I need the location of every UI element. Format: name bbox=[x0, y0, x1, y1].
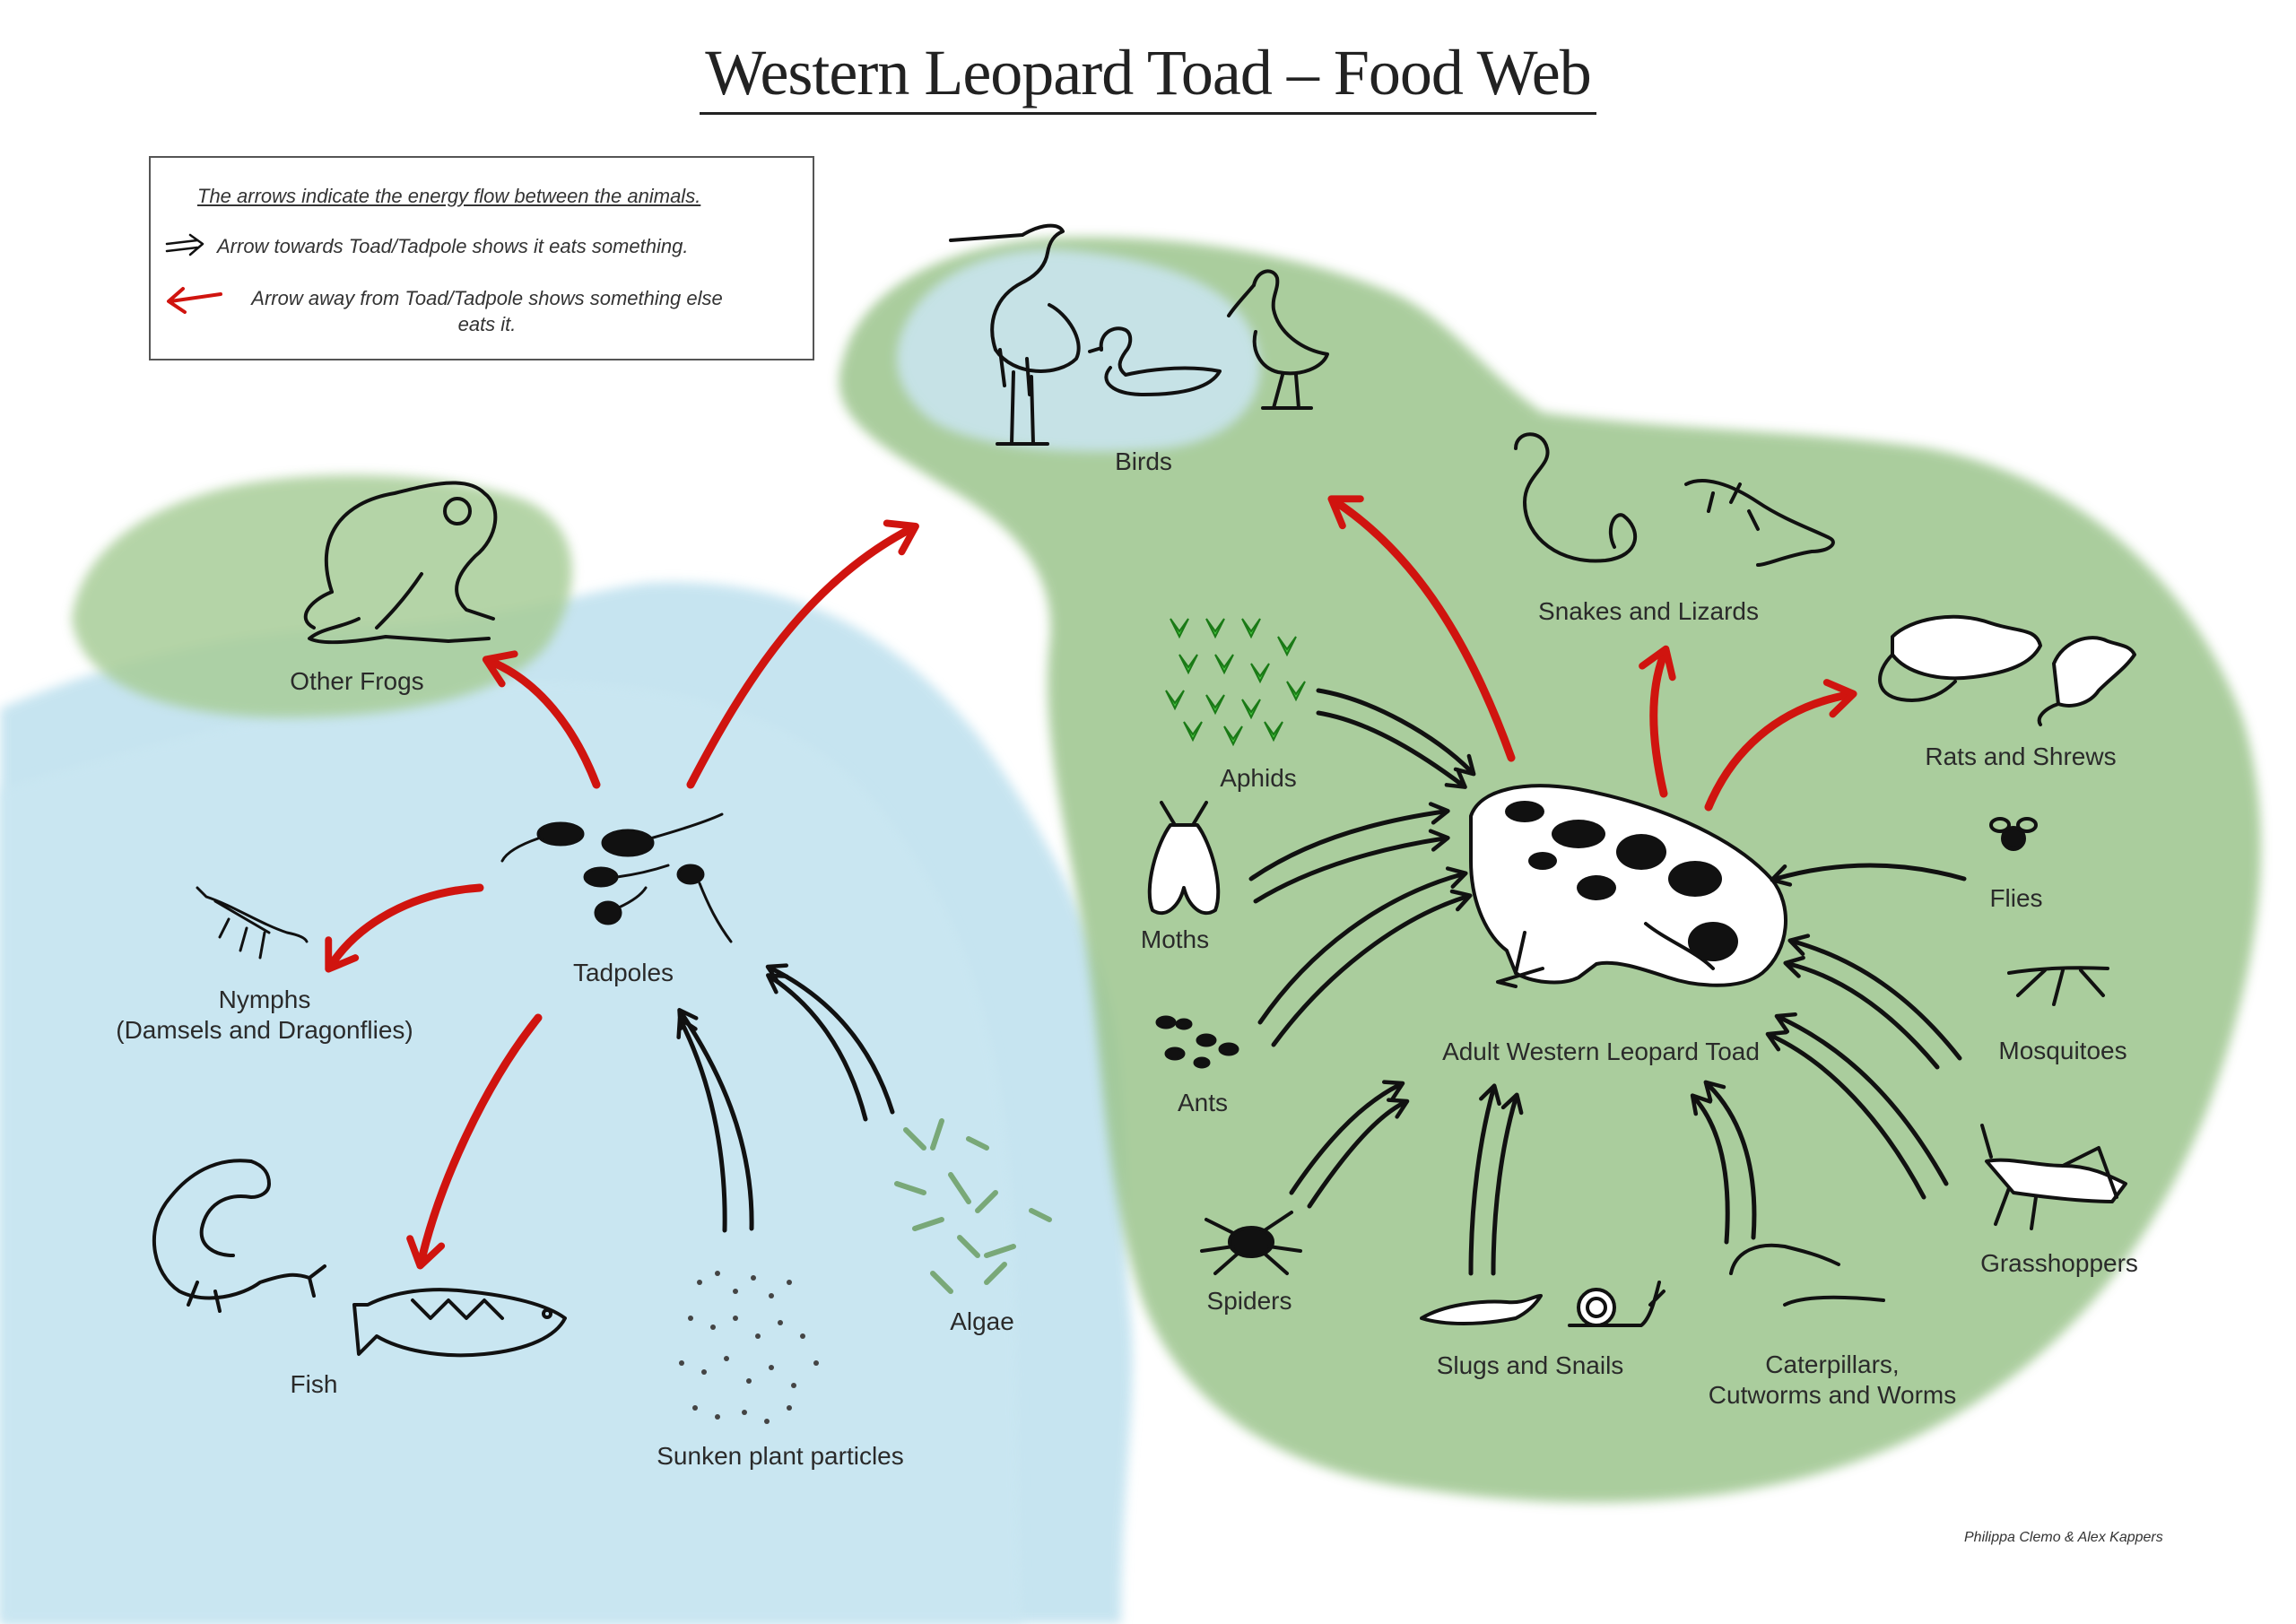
legend-black-arrow-text: Arrow towards Toad/Tadpole shows it eats… bbox=[217, 235, 689, 257]
label-rats-shrews: Rats and Shrews bbox=[1925, 743, 2117, 770]
arrow-spiders-to-toad bbox=[1289, 1080, 1410, 1209]
arrow-algae-to-tadpoles bbox=[765, 963, 895, 1122]
label-caterpillars: Caterpillars, Cutworms and Worms bbox=[1708, 1350, 1957, 1409]
shrew-icon bbox=[2037, 636, 2136, 726]
lizard-icon bbox=[1684, 479, 1835, 567]
label-birds: Birds bbox=[1115, 447, 1172, 475]
arrow-toad-to-snakes bbox=[1639, 645, 1676, 798]
label-nymphs: Nymphs (Damsels and Dragonflies) bbox=[116, 986, 413, 1044]
label-mosquitoes: Mosquitoes bbox=[1998, 1037, 2127, 1064]
arrow-aphids-to-toad bbox=[1316, 688, 1476, 789]
nymph-icon bbox=[196, 886, 309, 960]
aphids-icon bbox=[1165, 618, 1306, 747]
bass-fish-icon bbox=[352, 1288, 567, 1358]
fly-icon bbox=[1989, 817, 2038, 851]
credit-text: Philippa Clemo & Alex Kappers bbox=[1964, 1530, 2163, 1545]
pond-water-edge bbox=[0, 682, 1022, 1624]
label-aphids: Aphids bbox=[1220, 764, 1297, 792]
label-flies: Flies bbox=[1989, 884, 2043, 912]
label-other-frogs: Other Frogs bbox=[290, 667, 424, 695]
duck-icon bbox=[1088, 326, 1222, 396]
label-slugs-snails: Slugs and Snails bbox=[1436, 1351, 1624, 1379]
tadpoles-icon bbox=[500, 812, 733, 943]
label-algae: Algae bbox=[950, 1307, 1014, 1335]
label-fish: Fish bbox=[290, 1370, 338, 1398]
snake-icon bbox=[1514, 432, 1638, 563]
toad-spots bbox=[1505, 801, 1738, 961]
slug-icon bbox=[1420, 1294, 1543, 1325]
grasshopper-icon bbox=[1980, 1124, 2127, 1230]
label-tadpoles: Tadpoles bbox=[572, 959, 674, 986]
rat-icon bbox=[1878, 614, 2042, 702]
arrow-moths-to-toad bbox=[1248, 802, 1450, 904]
sunken-particles-icon bbox=[679, 1271, 819, 1424]
arrow-toad-to-rats bbox=[1704, 679, 1857, 812]
legend-black-arrow-icon bbox=[165, 233, 204, 256]
label-snakes-lizards: Snakes and Lizards bbox=[1538, 597, 1759, 625]
other-frog-icon bbox=[303, 481, 498, 645]
ants-icon bbox=[1155, 1015, 1239, 1069]
spider-icon bbox=[1200, 1211, 1302, 1275]
catfish-icon bbox=[152, 1159, 326, 1313]
label-sunken-plant-particles: Sunken plant particles bbox=[657, 1442, 904, 1470]
legend-intro: The arrows indicate the energy flow betw… bbox=[197, 185, 701, 207]
caterpillar-icon bbox=[1729, 1243, 1885, 1307]
arrow-tadpoles-to-birds bbox=[686, 519, 919, 789]
label-spiders: Spiders bbox=[1206, 1287, 1292, 1315]
arrow-tadpoles-to-fish bbox=[406, 1013, 543, 1270]
arrow-tadpoles-to-nymphs bbox=[325, 883, 484, 973]
legend-arrows bbox=[165, 233, 222, 314]
legend-red-arrow-text: Arrow away from Toad/Tadpole shows somet… bbox=[251, 287, 723, 335]
arrow-caterpillars-to-toad bbox=[1690, 1080, 1757, 1245]
ibis-icon bbox=[1227, 269, 1329, 410]
label-grasshoppers: Grasshoppers bbox=[1980, 1249, 2138, 1277]
arrow-sunken-to-tadpoles bbox=[676, 1008, 754, 1233]
arrow-ants-to-toad bbox=[1257, 866, 1473, 1047]
arrow-tadpoles-to-frogs bbox=[482, 650, 601, 789]
arrow-grasshoppers-to-toad bbox=[1765, 1012, 1949, 1200]
arrow-mosquitoes-to-toad bbox=[1783, 934, 1962, 1070]
arrow-toad-to-birds bbox=[1327, 495, 1516, 762]
legend-red-arrow-icon bbox=[167, 287, 222, 314]
arrow-slugs-to-toad bbox=[1468, 1083, 1524, 1276]
label-ants: Ants bbox=[1177, 1089, 1229, 1116]
page-title: Western Leopard Toad – Food Web bbox=[0, 36, 2296, 115]
moth-icon bbox=[1147, 801, 1221, 916]
label-moths: Moths bbox=[1140, 925, 1210, 953]
mosquito-icon bbox=[2007, 966, 2109, 1006]
arrow-flies-to-toad bbox=[1770, 863, 1967, 887]
label-adult-toad: Adult Western Leopard Toad bbox=[1442, 1038, 1760, 1065]
heron-icon bbox=[949, 223, 1081, 446]
algae-icon bbox=[894, 1118, 1052, 1294]
legend-box: The arrows indicate the energy flow betw… bbox=[149, 156, 814, 360]
snail-icon bbox=[1568, 1281, 1665, 1327]
